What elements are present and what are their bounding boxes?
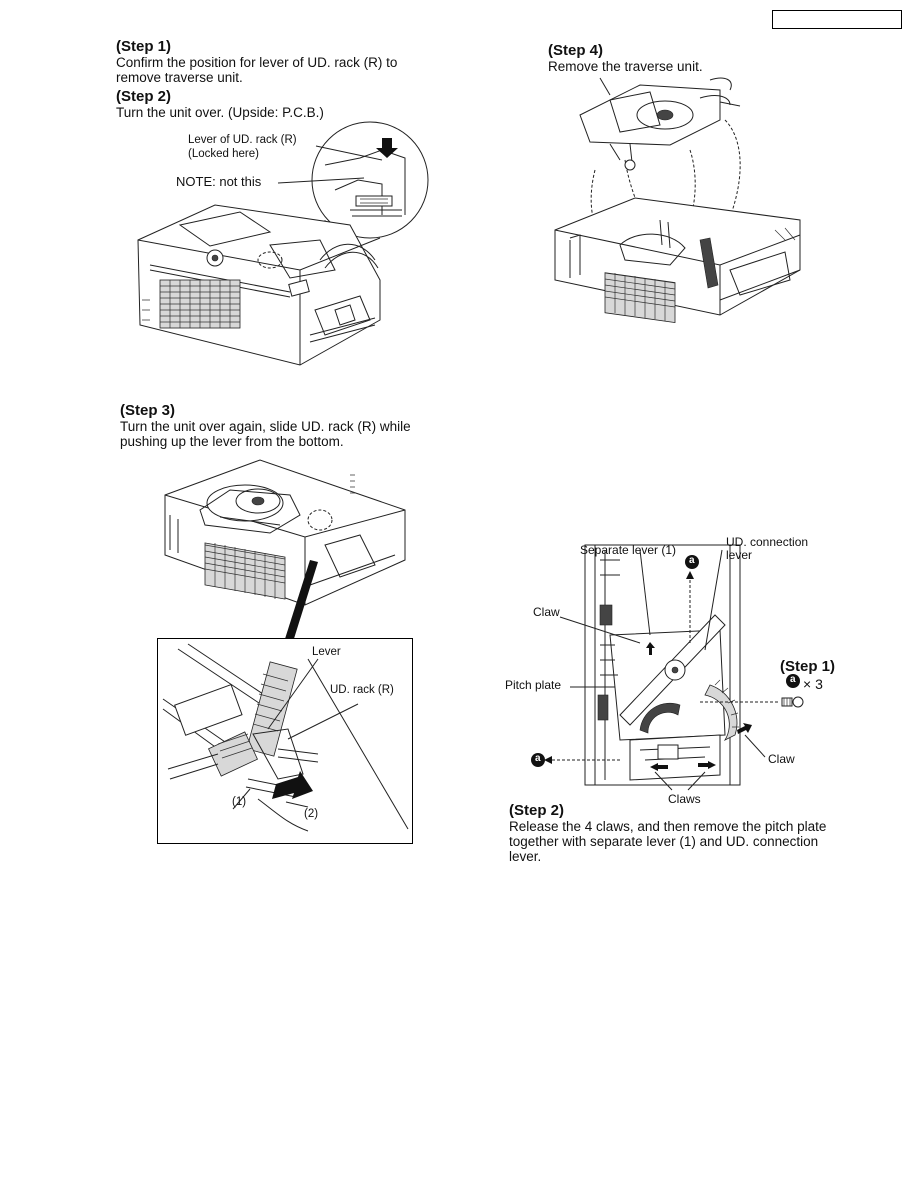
header-box	[772, 10, 902, 29]
figure-pitch-plate	[531, 544, 804, 791]
marker-a-top: a	[689, 555, 695, 566]
fig-step1-count: × 3	[803, 676, 823, 692]
figure-unit-slide	[164, 459, 406, 606]
step4-block: (Step 4) Remove the traverse unit.	[548, 42, 848, 74]
step2b-title: (Step 2)	[509, 802, 565, 819]
step3-line-1: Turn the unit over again, slide UD. rack…	[120, 419, 411, 434]
detail-rack-label: UD. rack (R)	[330, 684, 394, 696]
step2-title: (Step 2)	[116, 88, 172, 105]
pointer-wedge	[284, 560, 318, 645]
step2b-line-1: Release the 4 claws, and then remove the…	[509, 819, 827, 834]
lever-label-line1: Lever of UD. rack (R)	[188, 134, 297, 146]
claws-label: Claws	[668, 792, 701, 806]
detail-drawing	[162, 643, 409, 832]
ud-connection-label-2: lever	[726, 548, 753, 562]
grill	[159, 279, 241, 329]
figure-remove-traverse	[554, 77, 801, 324]
lever-label-line2: (Locked here)	[188, 148, 259, 160]
step2b-line-3: lever.	[509, 849, 542, 864]
step4-title: (Step 4)	[548, 42, 604, 59]
detail-two-label: (2)	[304, 808, 319, 820]
step2b-line-2: together with separate lever (1) and UD.…	[509, 834, 819, 849]
claw-top-label: Claw	[533, 605, 560, 619]
step3-line-2: pushing up the lever from the bottom.	[120, 434, 344, 449]
step1-block: (Step 1) Confirm the position for lever …	[116, 38, 456, 85]
pitch-plate-label: Pitch plate	[505, 678, 562, 692]
marker-a-left: a	[535, 753, 541, 764]
step1-line-2: remove traverse unit.	[116, 70, 243, 85]
detail-one-label: (1)	[232, 796, 247, 808]
step2-block: (Step 2) Turn the unit over. (Upside: P.…	[116, 88, 456, 120]
step2b-block: (Step 2) Release the 4 claws, and then r…	[509, 802, 869, 864]
fig1-leaders	[277, 145, 383, 184]
step3-block: (Step 3) Turn the unit over again, slide…	[120, 402, 440, 449]
detail-lever-label: Lever	[312, 646, 341, 658]
marker-a-step1: a	[790, 674, 796, 685]
step1-title: (Step 1)	[116, 38, 172, 55]
fig-step1-title: (Step 1)	[780, 658, 836, 675]
step4-line-1: Remove the traverse unit.	[548, 59, 703, 74]
separate-lever-label: Separate lever (1)	[580, 543, 677, 557]
figure-unit-lever	[137, 121, 429, 366]
step3-title: (Step 3)	[120, 402, 176, 419]
step1-line-1: Confirm the position for lever of UD. ra…	[116, 55, 398, 70]
note-label: NOTE: not this	[176, 174, 262, 189]
step2-line-1: Turn the unit over. (Upside: P.C.B.)	[116, 105, 324, 120]
ud-connection-label-1: UD. connection	[726, 535, 809, 549]
claw-right-label: Claw	[768, 752, 795, 766]
